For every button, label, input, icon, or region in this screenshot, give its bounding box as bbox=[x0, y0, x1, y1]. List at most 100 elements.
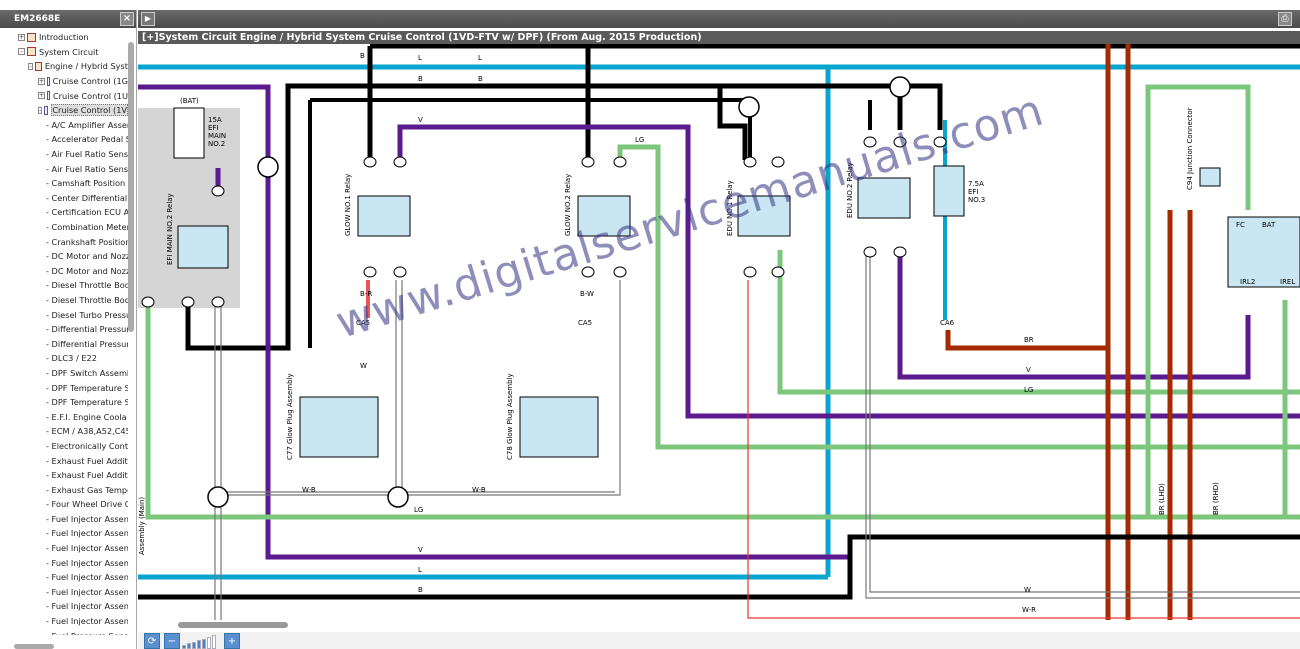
tree-item[interactable]: - Diesel Throttle Bod bbox=[0, 293, 128, 308]
tree-item[interactable]: - Diesel Turbo Pressu bbox=[0, 307, 128, 322]
glow2-relay bbox=[577, 195, 631, 237]
expand-icon[interactable]: - bbox=[28, 62, 34, 70]
tree-item[interactable]: - ECM / A38,A52,C45 bbox=[0, 424, 128, 439]
zoom-step[interactable] bbox=[197, 640, 201, 649]
tree-item[interactable]: +Introduction bbox=[0, 30, 128, 45]
tree-item-label: - Fuel Injector Assen bbox=[46, 557, 128, 568]
tree-item[interactable]: - Fuel Injector Assen bbox=[0, 526, 128, 541]
tree-item[interactable]: - DC Motor and Nozz bbox=[0, 249, 128, 264]
expand-icon[interactable]: + bbox=[18, 33, 25, 41]
tree-item-label: Cruise Control (1U bbox=[52, 90, 128, 101]
diagram-title: [+]System Circuit Engine / Hybrid System… bbox=[138, 31, 1300, 44]
toggle-panel-button[interactable]: ▶ bbox=[141, 12, 155, 26]
tree-item-label: - Differential Pressur bbox=[46, 324, 128, 335]
connector-pin bbox=[393, 266, 407, 278]
tree-item[interactable]: - Crankshaft Position bbox=[0, 234, 128, 249]
zoom-step[interactable] bbox=[207, 637, 211, 649]
tree-item[interactable]: - DLC3 / E22 bbox=[0, 351, 128, 366]
tree-item[interactable]: - DPF Switch Assemb bbox=[0, 366, 128, 381]
tree-item[interactable]: - Air Fuel Ratio Sens bbox=[0, 161, 128, 176]
tree-item[interactable]: - Certification ECU A bbox=[0, 205, 128, 220]
wire-code-label: V bbox=[418, 546, 423, 554]
tree-item[interactable]: - Exhaust Gas Tempe bbox=[0, 482, 128, 497]
tree-item-label: - Electronically Contr bbox=[46, 440, 128, 451]
close-panel-button[interactable]: × bbox=[120, 12, 134, 26]
tree-item[interactable]: +Cruise Control (1G bbox=[0, 74, 128, 89]
tree-item[interactable]: - Fuel Injector Assen bbox=[0, 599, 128, 614]
c94-junction bbox=[1199, 167, 1221, 187]
connector-pin bbox=[743, 156, 757, 168]
tree-item[interactable]: - Fuel Injector Assen bbox=[0, 570, 128, 585]
tree-item[interactable]: - Differential Pressur bbox=[0, 322, 128, 337]
connector-pin bbox=[613, 156, 627, 168]
print-button[interactable]: ⎙ bbox=[1278, 12, 1292, 26]
tree-item[interactable]: - A/C Amplifier Asser bbox=[0, 118, 128, 133]
tree-item-label: - Fuel Injector Assen bbox=[46, 586, 128, 597]
expand-icon[interactable]: + bbox=[38, 92, 45, 100]
tree-item[interactable]: - DPF Temperature S bbox=[0, 395, 128, 410]
zoom-out-button[interactable]: − bbox=[164, 633, 180, 649]
connector-pin bbox=[863, 246, 877, 258]
expand-icon[interactable]: - bbox=[38, 106, 43, 114]
tree-item[interactable]: - Fuel Injector Assen bbox=[0, 585, 128, 600]
svg-text:CA6: CA6 bbox=[940, 319, 955, 327]
zoom-step[interactable] bbox=[192, 641, 196, 649]
tree-item[interactable]: - Air Fuel Ratio Sens bbox=[0, 147, 128, 162]
tree-item[interactable]: - Center Differential bbox=[0, 191, 128, 206]
zoom-level-slider[interactable] bbox=[182, 634, 222, 649]
zoom-step[interactable] bbox=[187, 643, 191, 649]
tree-item[interactable]: - Exhaust Fuel Additi bbox=[0, 468, 128, 483]
tree-item[interactable]: -Cruise Control (1V bbox=[0, 103, 128, 118]
tree-item-label: - Four Wheel Drive C bbox=[46, 499, 128, 510]
tree-hscrollbar[interactable] bbox=[14, 644, 54, 649]
tree-item[interactable]: -Engine / Hybrid Syst bbox=[0, 59, 128, 74]
tree-item[interactable]: - DPF Temperature S bbox=[0, 380, 128, 395]
zoom-step[interactable] bbox=[202, 638, 206, 649]
tree-item-label: - Air Fuel Ratio Sens bbox=[46, 149, 128, 160]
tree-item[interactable]: - Fuel Injector Assen bbox=[0, 555, 128, 570]
hscroll-thumb[interactable] bbox=[178, 622, 288, 628]
tree-item-label: - Fuel Injector Assen bbox=[46, 616, 128, 627]
connector-pin bbox=[771, 156, 785, 168]
tree-item[interactable]: - Exhaust Fuel Additi bbox=[0, 453, 128, 468]
tree-item[interactable]: - Four Wheel Drive C bbox=[0, 497, 128, 512]
scroll-thumb[interactable] bbox=[128, 42, 134, 332]
diagram-hscrollbar[interactable] bbox=[138, 620, 1300, 630]
zoom-step[interactable] bbox=[182, 645, 186, 649]
expand-icon[interactable]: - bbox=[18, 48, 25, 56]
zoom-in-button[interactable]: + bbox=[224, 633, 240, 649]
tree-item[interactable]: + Cruise Control (1U bbox=[0, 88, 128, 103]
tree-item[interactable]: - Electronically Contr bbox=[0, 439, 128, 454]
tree-item-label: - Fuel Injector Assen bbox=[46, 528, 128, 539]
tree-item[interactable]: - Camshaft Position S bbox=[0, 176, 128, 191]
tree-item[interactable]: - Fuel Pressure Sens bbox=[0, 628, 128, 635]
tree-item-label: - Combination Meter bbox=[46, 222, 128, 233]
zoom-step[interactable] bbox=[212, 635, 216, 649]
tree-item[interactable]: - Fuel Injector Assen bbox=[0, 614, 128, 629]
tree-item[interactable]: - Combination Meter bbox=[0, 220, 128, 235]
wire-code-label: W bbox=[360, 362, 367, 370]
page-icon bbox=[47, 91, 50, 101]
tree-item[interactable]: - E.F.I. Engine Coola bbox=[0, 409, 128, 424]
c77-glow-plug bbox=[299, 396, 379, 458]
tree-item-label: - DLC3 / E22 bbox=[46, 353, 97, 364]
tree-item[interactable]: - Fuel Injector Assen bbox=[0, 541, 128, 556]
tree-item[interactable]: - Diesel Throttle Bod bbox=[0, 278, 128, 293]
wire-code-label: W-R bbox=[1022, 606, 1036, 614]
connector-pin bbox=[771, 266, 785, 278]
tree-scrollbar[interactable] bbox=[128, 32, 135, 632]
tree-item[interactable]: - Differential Pressur bbox=[0, 336, 128, 351]
tree-item[interactable]: - Accelerator Pedal S bbox=[0, 132, 128, 147]
wire-code-label: B bbox=[478, 75, 483, 83]
expand-icon[interactable]: + bbox=[38, 77, 45, 85]
wire-b-bottom bbox=[138, 534, 1300, 600]
refresh-button[interactable]: ⟳ bbox=[144, 633, 160, 649]
tree-item[interactable]: - DC Motor and Nozz bbox=[0, 264, 128, 279]
tree-item-label: - DPF Temperature S bbox=[46, 382, 128, 393]
efi3-fuse bbox=[933, 165, 965, 217]
tree-item-label: - Fuel Injector Assen bbox=[46, 513, 128, 524]
tree-item[interactable]: -System Circuit bbox=[0, 45, 128, 60]
tree-item[interactable]: - Fuel Injector Assen bbox=[0, 512, 128, 527]
tree-item-label: - Diesel Throttle Bod bbox=[46, 294, 128, 305]
